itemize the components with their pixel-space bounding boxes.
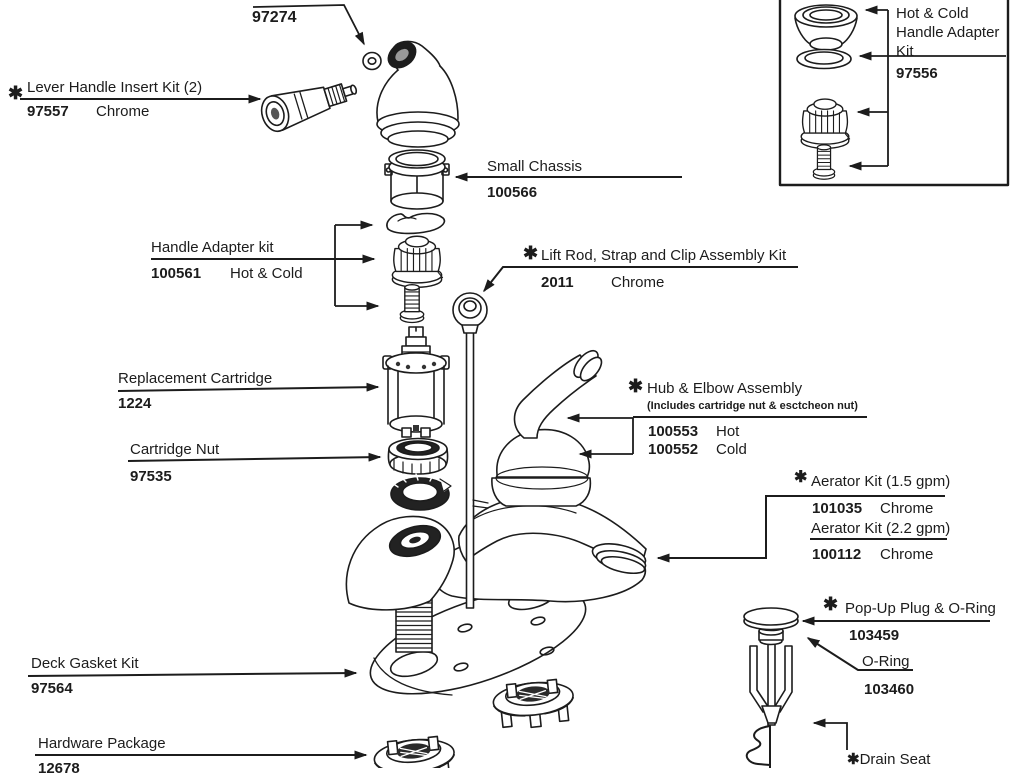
popup-plug-part [743, 607, 799, 768]
callout-o-ring [806, 637, 913, 671]
label-aerator-15: Aerator Kit (1.5 gpm) [811, 473, 951, 490]
label-cartridge-nut: Cartridge Nut [130, 441, 220, 458]
asterisk-popup-plug: ✱ [823, 594, 839, 614]
part-number-100552: 100552 [648, 441, 699, 458]
callout-top-screw [252, 4, 365, 46]
part-number-97556: 97556 [896, 65, 938, 82]
handle-adapter-part [391, 235, 444, 288]
handle-hub-part [376, 40, 460, 148]
asterisk-lever-insert: ✱ [8, 83, 24, 103]
mounting-nut-part [490, 677, 577, 732]
adapter-screw-part [812, 144, 836, 180]
asterisk-lift-rod: ✱ [523, 243, 539, 263]
asterisk-drain-seat: ✱ [847, 751, 860, 768]
strap-clip-part [386, 212, 446, 235]
label-hardware-package: Hardware Package [38, 735, 166, 752]
finish-hub-elbow-hot: Hot [716, 423, 740, 440]
label-deck-gasket: Deck Gasket Kit [31, 655, 139, 672]
label-aerator-22: Aerator Kit (2.2 gpm) [811, 520, 951, 537]
hub-elbow-part [491, 349, 603, 507]
label-popup-plug: Pop-Up Plug & O-Ring [845, 600, 996, 617]
asterisk-aerator: ✱ [794, 469, 808, 486]
part-number-100553: 100553 [648, 423, 699, 440]
label-replacement-cartridge: Replacement Cartridge [118, 370, 273, 387]
callout-lines [20, 4, 1006, 760]
label-adapter-kit-box-line2: Handle Adapter [896, 24, 1000, 41]
adapter-kit-box [778, 0, 1010, 187]
finish-lever-insert: Chrome [96, 103, 150, 120]
label-handle-adapter-kit: Handle Adapter kit [151, 239, 274, 256]
label-adapter-kit-box-line1: Hot & Cold [896, 5, 969, 22]
finish-handle-adapter-kit: Hot & Cold [230, 265, 303, 282]
callout-lift-rod [483, 266, 798, 293]
part-number-103459: 103459 [849, 627, 900, 644]
part-number-101035: 101035 [812, 500, 863, 517]
callout-aerator [656, 495, 945, 563]
label-small-chassis: Small Chassis [487, 158, 583, 175]
spline-ring-part [390, 473, 452, 511]
washer-part [796, 48, 852, 70]
part-number-97564: 97564 [31, 680, 73, 697]
top-screw-washer-part [362, 51, 382, 71]
part-number-100561: 100561 [151, 265, 202, 282]
label-hub-elbow: Hub & Elbow Assembly [647, 380, 803, 397]
label-lever-insert: Lever Handle Insert Kit (2) [27, 79, 203, 96]
finish-lift-rod: Chrome [611, 274, 665, 291]
part-number-100566: 100566 [487, 184, 538, 201]
mounting-nut-part [371, 734, 458, 768]
cartridge-part [382, 326, 450, 438]
part-number-97557: 97557 [27, 103, 69, 120]
faucet-body-part [345, 495, 647, 653]
small-chassis-part [384, 149, 450, 210]
label-drain-seat: ✱Drain Seat [847, 751, 931, 768]
trim-cap-part [794, 4, 858, 51]
part-number-100112: 100112 [812, 546, 862, 563]
handle-screw-part [399, 283, 425, 324]
part-number-97274: 97274 [252, 9, 297, 26]
part-number-1224: 1224 [118, 395, 152, 412]
part-number-97535: 97535 [130, 468, 172, 485]
part-number-12678: 12678 [38, 760, 80, 777]
part-number-103460: 103460 [864, 681, 915, 698]
label-adapter-kit-box-line3: Kit [896, 43, 914, 60]
part-number-2011: 2011 [541, 274, 574, 291]
note-hub-elbow: (Includes cartridge nut & esctcheon nut) [647, 400, 858, 412]
finish-aerator-22: Chrome [880, 546, 934, 563]
callout-drain-seat [812, 718, 848, 750]
adapter-part [800, 98, 851, 150]
finish-aerator-15: Chrome [880, 500, 934, 517]
callout-cartridge [117, 382, 380, 392]
asterisk-hub-elbow: ✱ [628, 376, 644, 396]
cartridge-nut-part [387, 437, 449, 475]
label-o-ring: O-Ring [862, 653, 910, 670]
label-lift-rod: Lift Rod, Strap and Clip Assembly Kit [541, 247, 787, 264]
callout-deck-gasket [27, 668, 358, 678]
callout-cartridge-nut [127, 452, 382, 462]
lift-rod-part [452, 292, 489, 609]
lever-handle-insert-part [260, 83, 358, 133]
finish-hub-elbow-cold: Cold [716, 441, 747, 458]
